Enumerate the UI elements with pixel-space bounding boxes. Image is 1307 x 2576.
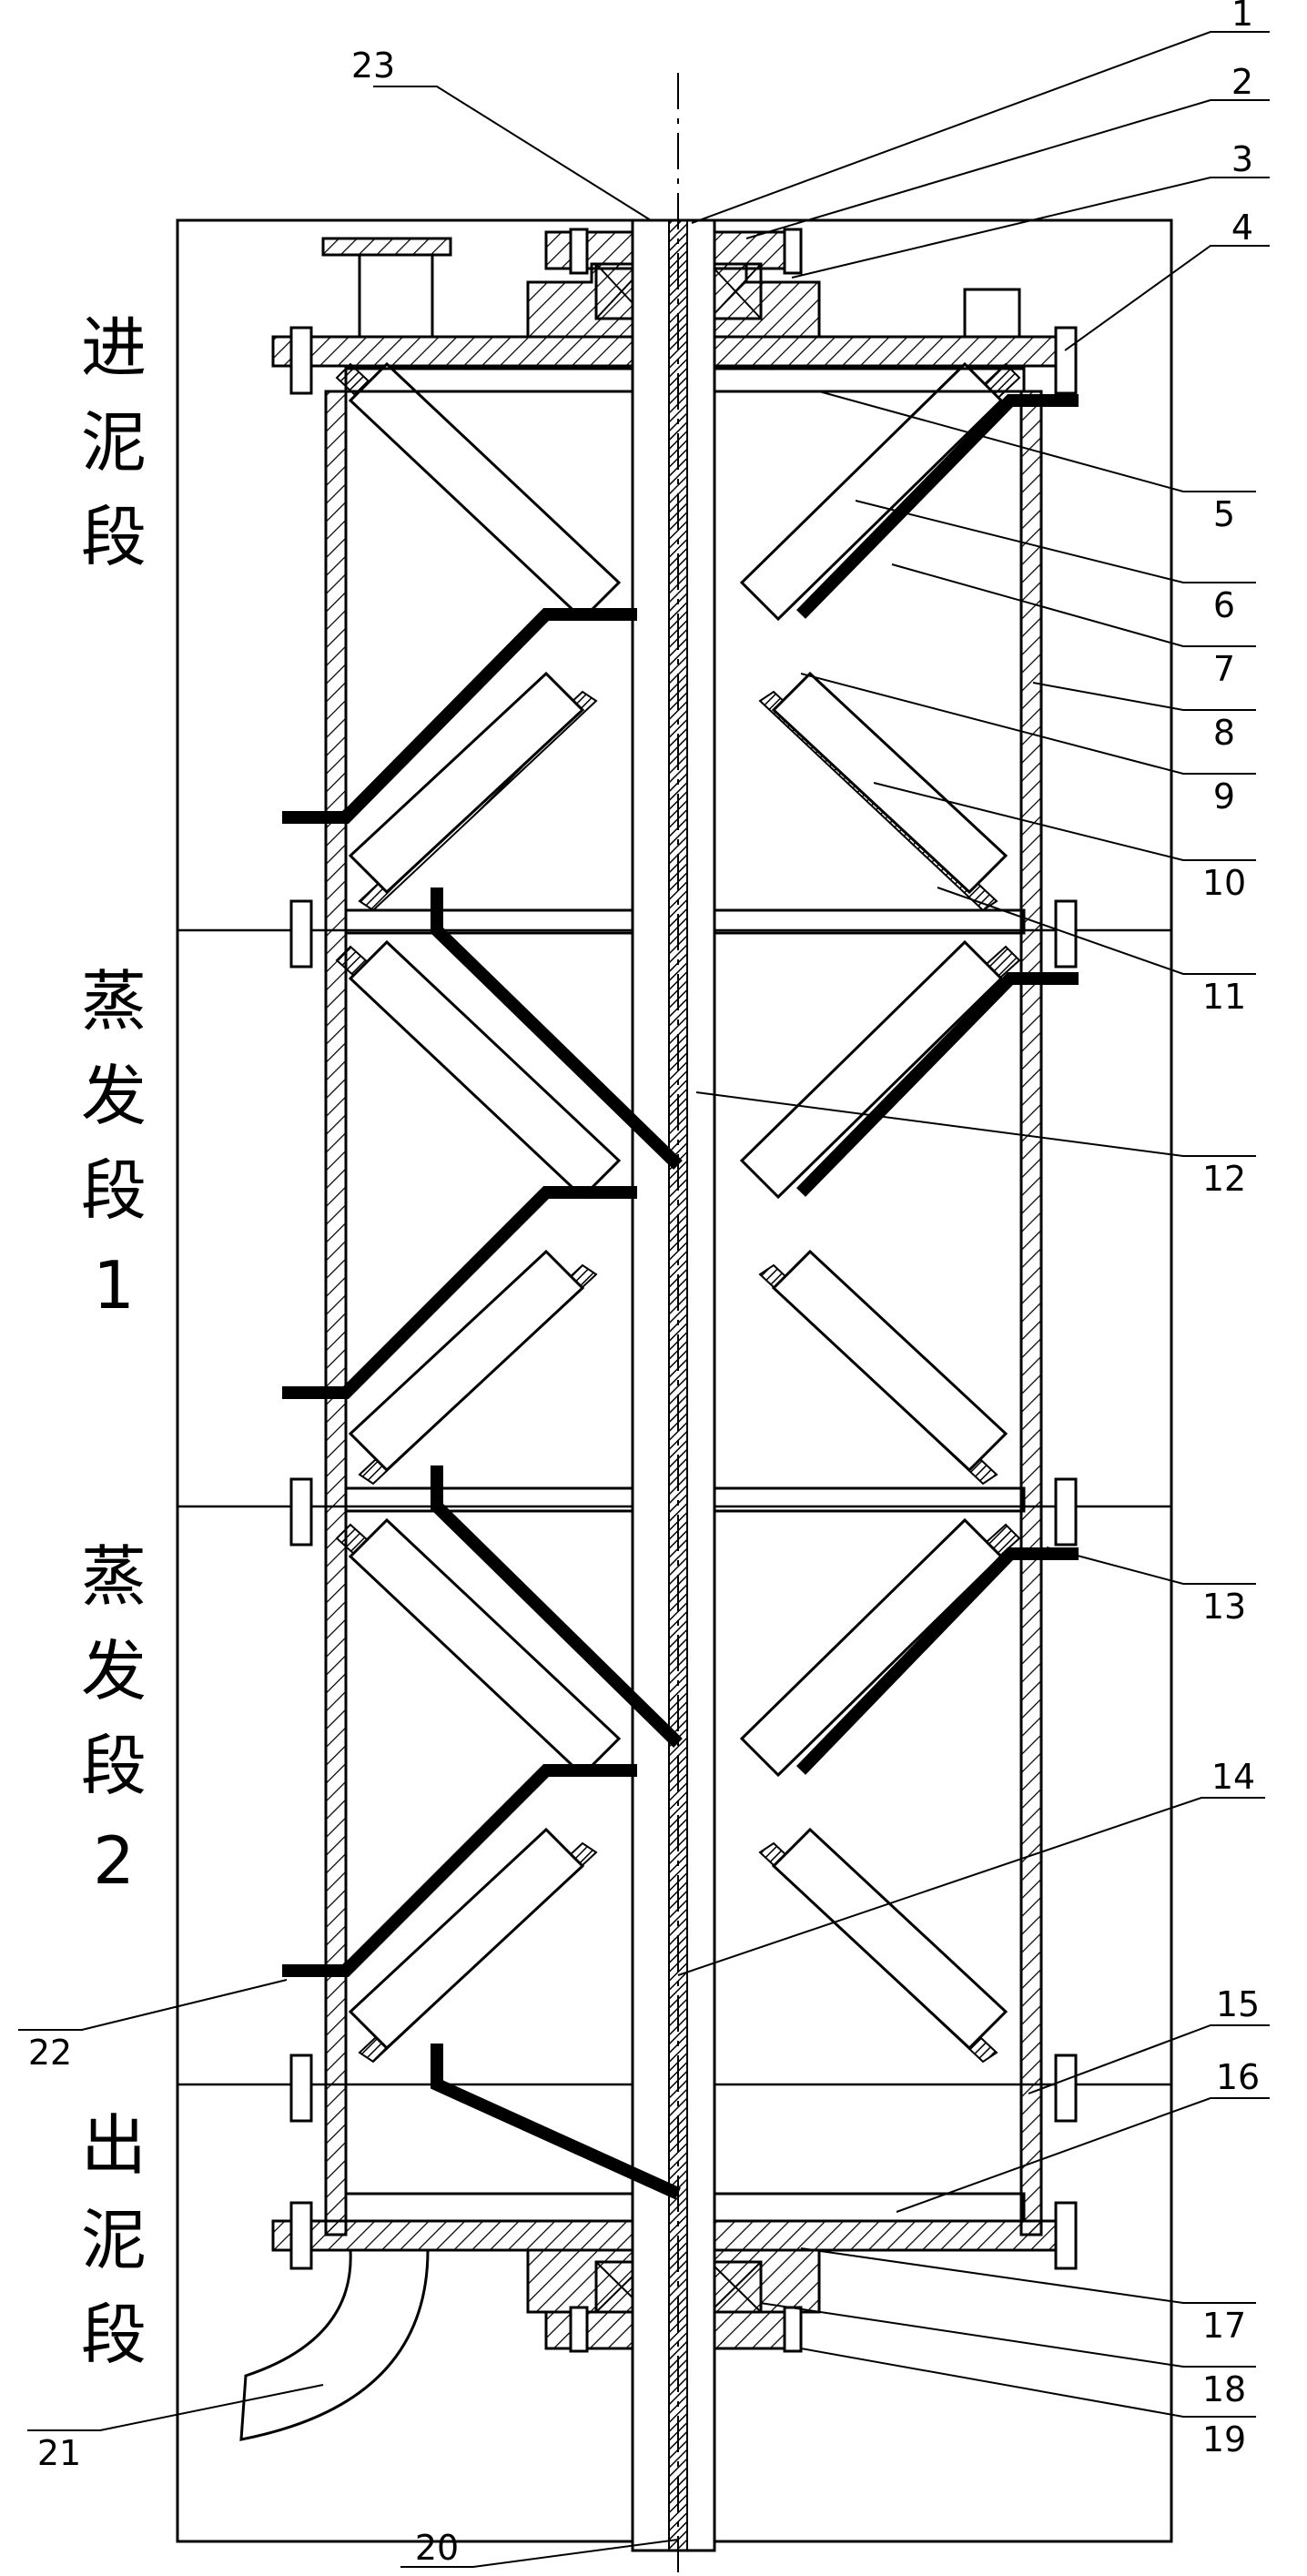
callout-5: 5 <box>1213 494 1235 534</box>
callout-22: 22 <box>28 2033 72 2073</box>
callout-23: 23 <box>351 46 395 86</box>
section-label-evaporation-1: 蒸 发 段 1 <box>73 954 155 1333</box>
callout-18: 18 <box>1202 2369 1246 2409</box>
callout-10: 10 <box>1202 863 1246 903</box>
heating-pipe <box>282 394 1079 2200</box>
callout-7: 7 <box>1213 649 1235 689</box>
label-char: 1 <box>93 1247 135 1323</box>
label-char: 蒸 <box>80 1538 147 1615</box>
label-char: 进 <box>80 309 147 386</box>
callout-12: 12 <box>1202 1159 1246 1199</box>
callout-3: 3 <box>1231 139 1253 179</box>
callout-17: 17 <box>1202 2306 1246 2346</box>
callout-2: 2 <box>1231 62 1253 102</box>
callout-6: 6 <box>1213 585 1235 625</box>
callout-14: 14 <box>1211 1757 1255 1797</box>
callout-1: 1 <box>1231 0 1253 34</box>
label-char: 蒸 <box>80 963 147 1040</box>
label-char: 段 <box>80 2297 147 2373</box>
label-char: 发 <box>80 1633 147 1709</box>
callout-16: 16 <box>1216 2057 1260 2097</box>
label-char: 泥 <box>80 404 147 481</box>
callout-21: 21 <box>37 2433 81 2473</box>
callout-4: 4 <box>1231 208 1253 248</box>
label-char: 段 <box>80 1728 147 1804</box>
callout-8: 8 <box>1213 713 1235 753</box>
scraper-blades <box>348 361 1008 2051</box>
callout-19: 19 <box>1202 2419 1246 2459</box>
tray-plates <box>344 367 1026 2223</box>
callout-numbers: 1 2 3 4 5 6 7 8 9 10 11 12 13 14 15 16 1… <box>28 0 1260 2568</box>
callout-leaders <box>18 31 1270 2568</box>
flange-bolts <box>289 326 1078 2270</box>
label-char: 出 <box>80 2107 147 2184</box>
callout-15: 15 <box>1216 1984 1260 2024</box>
section-label-evaporation-2: 蒸 发 段 2 <box>73 1529 155 1908</box>
callout-11: 11 <box>1202 977 1246 1017</box>
label-char: 发 <box>80 1058 147 1134</box>
section-label-inlet: 进 泥 段 <box>73 300 155 584</box>
callout-20: 20 <box>415 2528 459 2568</box>
label-char: 泥 <box>80 2202 147 2278</box>
label-char: 段 <box>80 499 147 575</box>
callout-9: 9 <box>1213 776 1235 816</box>
callout-13: 13 <box>1202 1587 1246 1627</box>
label-char: 2 <box>93 1822 135 1899</box>
center-shaft <box>631 73 716 2576</box>
label-char: 段 <box>80 1152 147 1229</box>
section-label-outlet: 出 泥 段 <box>73 2098 155 2382</box>
